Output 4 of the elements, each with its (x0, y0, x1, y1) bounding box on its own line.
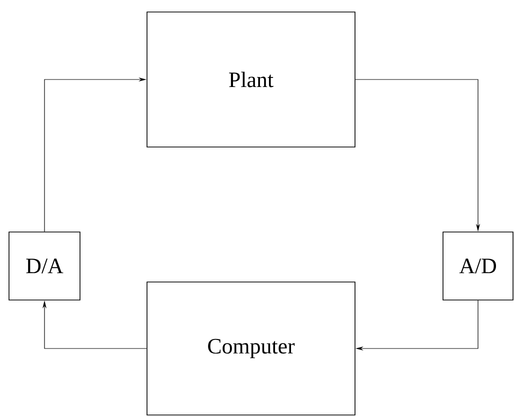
process-box: Plant (146, 12, 356, 148)
converter-box: D/A (8, 232, 80, 300)
process-box: Computer (146, 282, 356, 416)
converter-box: A/D (442, 232, 514, 300)
